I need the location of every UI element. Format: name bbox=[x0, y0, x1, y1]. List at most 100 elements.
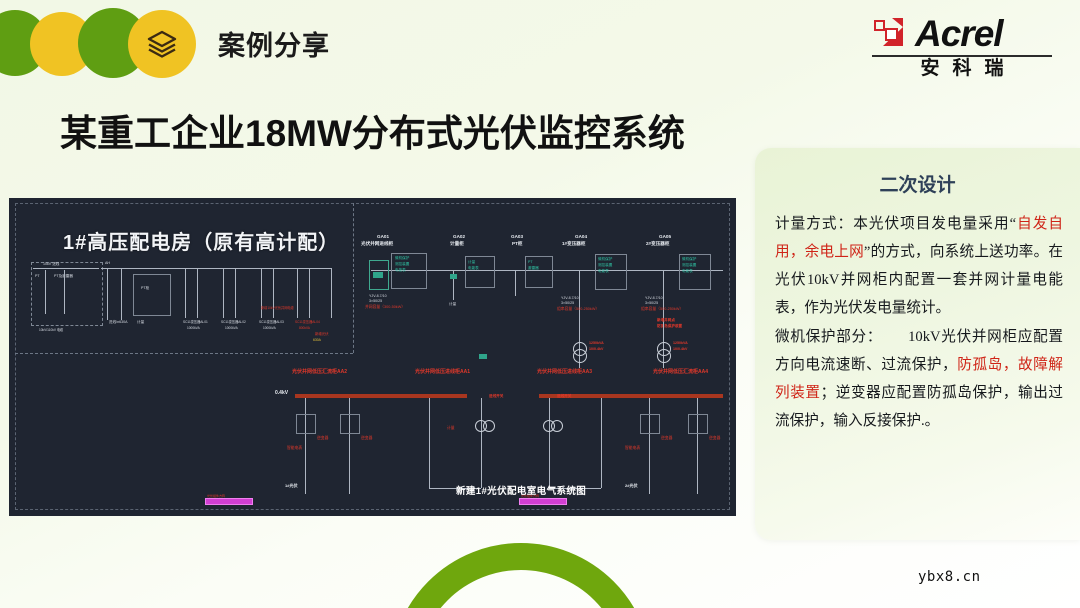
cad-meter-box bbox=[465, 256, 495, 288]
cad-cabinet-code: GA03 bbox=[511, 234, 524, 239]
cad-relay-box bbox=[679, 254, 711, 290]
cad-label-red: 智能电表 bbox=[625, 446, 641, 450]
cad-label: 微机保护 bbox=[395, 256, 410, 260]
cad-label-red: 逆变器 bbox=[661, 436, 673, 440]
cad-label: 微机保护 bbox=[682, 257, 697, 261]
panel-paragraph-2: 微机保护部分：10kV光伏并网柜应配置方向电流速断、过流保护，防孤岛，故障解列装… bbox=[775, 323, 1063, 435]
cad-lv-section-title: 光伏并网低压进线柜AA1 bbox=[415, 369, 471, 375]
cad-label: 3×50/25 bbox=[561, 301, 575, 305]
cad-breaker bbox=[688, 414, 708, 434]
cad-wire bbox=[549, 398, 550, 488]
cad-bus-left bbox=[33, 268, 99, 269]
cad-wire bbox=[197, 268, 198, 318]
cad-label-red: 新增光伏 bbox=[315, 332, 329, 336]
cad-label: 微机保护 bbox=[598, 257, 613, 261]
cad-metering-enclosure bbox=[31, 262, 103, 326]
cad-label: 电能表 bbox=[468, 266, 479, 270]
cad-wire bbox=[261, 268, 262, 318]
slide-header: 案例分享 bbox=[0, 0, 1080, 88]
cad-label: 电能表 bbox=[682, 269, 693, 273]
cad-main-bus bbox=[101, 268, 331, 269]
cad-cabinet-name: 1#变压器柜 bbox=[562, 241, 586, 246]
logo-divider bbox=[872, 55, 1052, 57]
cad-label: AH bbox=[105, 261, 110, 265]
cad-cabinet-block bbox=[369, 260, 389, 290]
watermark: ybx8.cn bbox=[918, 569, 981, 585]
panel-paragraph-1: 计量方式：本光伏项目发电量采用“自发自用，余电上网”的方式，向系统上送功率。在光… bbox=[775, 210, 1063, 322]
cad-label-red: 组串容量（500-250kW） bbox=[641, 307, 684, 311]
cad-pt-box bbox=[525, 256, 553, 288]
cad-label-red: 逆变器 bbox=[709, 436, 721, 440]
cad-transformer-symbol bbox=[573, 349, 587, 363]
cad-label: 进线\n630A bbox=[109, 320, 128, 324]
cad-label-red: 10/0.4kV bbox=[589, 347, 604, 351]
cad-lv-section-title: 光伏并网低压汇流柜AA2 bbox=[292, 369, 348, 375]
cad-wire bbox=[601, 398, 602, 488]
cad-figure-caption: 新建1#光伏配电室电气系统图 bbox=[456, 486, 587, 497]
breadcrumb: 案例分享 bbox=[218, 31, 330, 61]
cad-label: 计量 bbox=[449, 302, 457, 306]
panel-p1-seg1: 计量方式：本光伏项目发电量采用“ bbox=[775, 216, 1017, 232]
cad-wire bbox=[349, 398, 350, 494]
cad-label: 1000kVA bbox=[225, 326, 238, 330]
decorative-ring bbox=[390, 543, 652, 608]
cad-label: 测控装置 bbox=[598, 263, 613, 267]
cad-wire bbox=[64, 270, 65, 314]
cad-symbol bbox=[373, 272, 383, 278]
acrel-logo: Acrel 安科瑞 bbox=[870, 13, 1054, 79]
cad-label: YJV-8.7/10 bbox=[645, 296, 663, 300]
cad-label: 10kV 进线 bbox=[43, 262, 60, 266]
cad-wire bbox=[297, 268, 298, 318]
cad-transformer-symbol bbox=[657, 349, 671, 363]
cad-label-red: 并网容量（300-50kW） bbox=[365, 305, 406, 309]
panel-p2-seg2: 10kV光伏并网柜应配置方向电流速断、过流保护， bbox=[775, 329, 1063, 373]
cad-symbol bbox=[450, 274, 457, 279]
cad-switch-symbol bbox=[551, 420, 563, 432]
cad-label-red: 新增10kV光伏并网电缆 bbox=[261, 306, 294, 310]
panel-body: 计量方式：本光伏项目发电量采用“自发自用，余电上网”的方式，向系统上送功率。在光… bbox=[775, 210, 1063, 436]
panel-p1-seg2: ”的方式，向系统上送功率。在光伏10kV并网柜内配置一套并网计量电能表，作为光伏… bbox=[775, 244, 1063, 316]
panel-p1-highlight: 自发自用，余电上网 bbox=[775, 216, 1063, 260]
cad-label-red: 新增并网点 bbox=[657, 318, 675, 322]
cad-breaker bbox=[340, 414, 360, 434]
cad-label-red: 进线开关 bbox=[489, 394, 504, 398]
cad-breaker bbox=[640, 414, 660, 434]
cad-pv-array bbox=[519, 498, 567, 505]
cad-label: PT bbox=[35, 274, 40, 278]
cad-wire bbox=[549, 488, 601, 489]
logo-wordmark: Acrel bbox=[915, 13, 1004, 54]
cad-diagram-figure: 1#高压配电房（原有高计配） 10kV 进线 PT PT及避雷器 10kV/11… bbox=[9, 198, 736, 516]
cad-breaker bbox=[296, 414, 316, 434]
cad-wire bbox=[429, 398, 430, 488]
cad-wire bbox=[45, 270, 46, 314]
cad-wire bbox=[429, 488, 481, 489]
cad-vertical-divider bbox=[353, 203, 354, 353]
cad-label-red: 光伏组件方阵 bbox=[521, 494, 540, 498]
cad-cabinet-code: GA02 bbox=[453, 234, 466, 239]
cad-label: 2#光伏 bbox=[625, 483, 638, 488]
cad-wire bbox=[107, 268, 108, 320]
cad-label: PT及避雷器 bbox=[54, 274, 73, 278]
cad-relay-box bbox=[391, 253, 427, 289]
cad-pv-array bbox=[205, 498, 253, 505]
cad-label-red: 光伏组件方阵 bbox=[207, 494, 226, 498]
cad-label: 避雷器 bbox=[528, 266, 539, 270]
cad-label: 电能表 bbox=[598, 269, 609, 273]
header-circle-4 bbox=[128, 10, 196, 78]
cad-cabinet-name: 计量柜 bbox=[450, 241, 464, 246]
cad-wire bbox=[579, 270, 580, 322]
cad-lv-busbar bbox=[295, 394, 467, 398]
cad-label: SC11变压器AL03 bbox=[259, 320, 284, 324]
cad-room-title: 1#高压配电房（原有高计配） bbox=[63, 232, 340, 254]
cad-frame bbox=[15, 203, 730, 510]
cad-lv-section-title: 光伏并网低压进线柜AA3 bbox=[537, 369, 593, 375]
cad-label: YJV-8.7/10 bbox=[369, 294, 387, 298]
cad-wire bbox=[121, 268, 122, 320]
cad-label: 测控装置 bbox=[395, 262, 410, 266]
cad-label-red: 1250kVA bbox=[673, 341, 688, 345]
cad-horizontal-divider bbox=[15, 353, 353, 354]
cad-wire bbox=[481, 398, 482, 488]
layers-icon bbox=[146, 28, 178, 60]
cad-label: PT bbox=[528, 260, 533, 264]
